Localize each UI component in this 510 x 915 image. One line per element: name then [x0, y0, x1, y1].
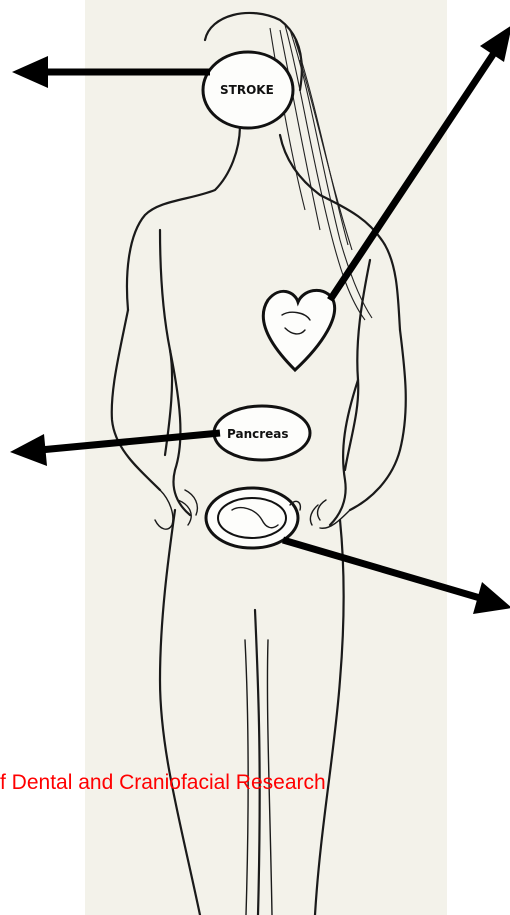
- brain-label: STROKE: [220, 83, 274, 97]
- caption-text: f Dental and Craniofacial Research: [0, 771, 326, 794]
- pancreas-label: Pancreas: [227, 427, 289, 441]
- pancreas-organ: Pancreas: [214, 406, 310, 460]
- brain-organ: STROKE: [203, 52, 293, 128]
